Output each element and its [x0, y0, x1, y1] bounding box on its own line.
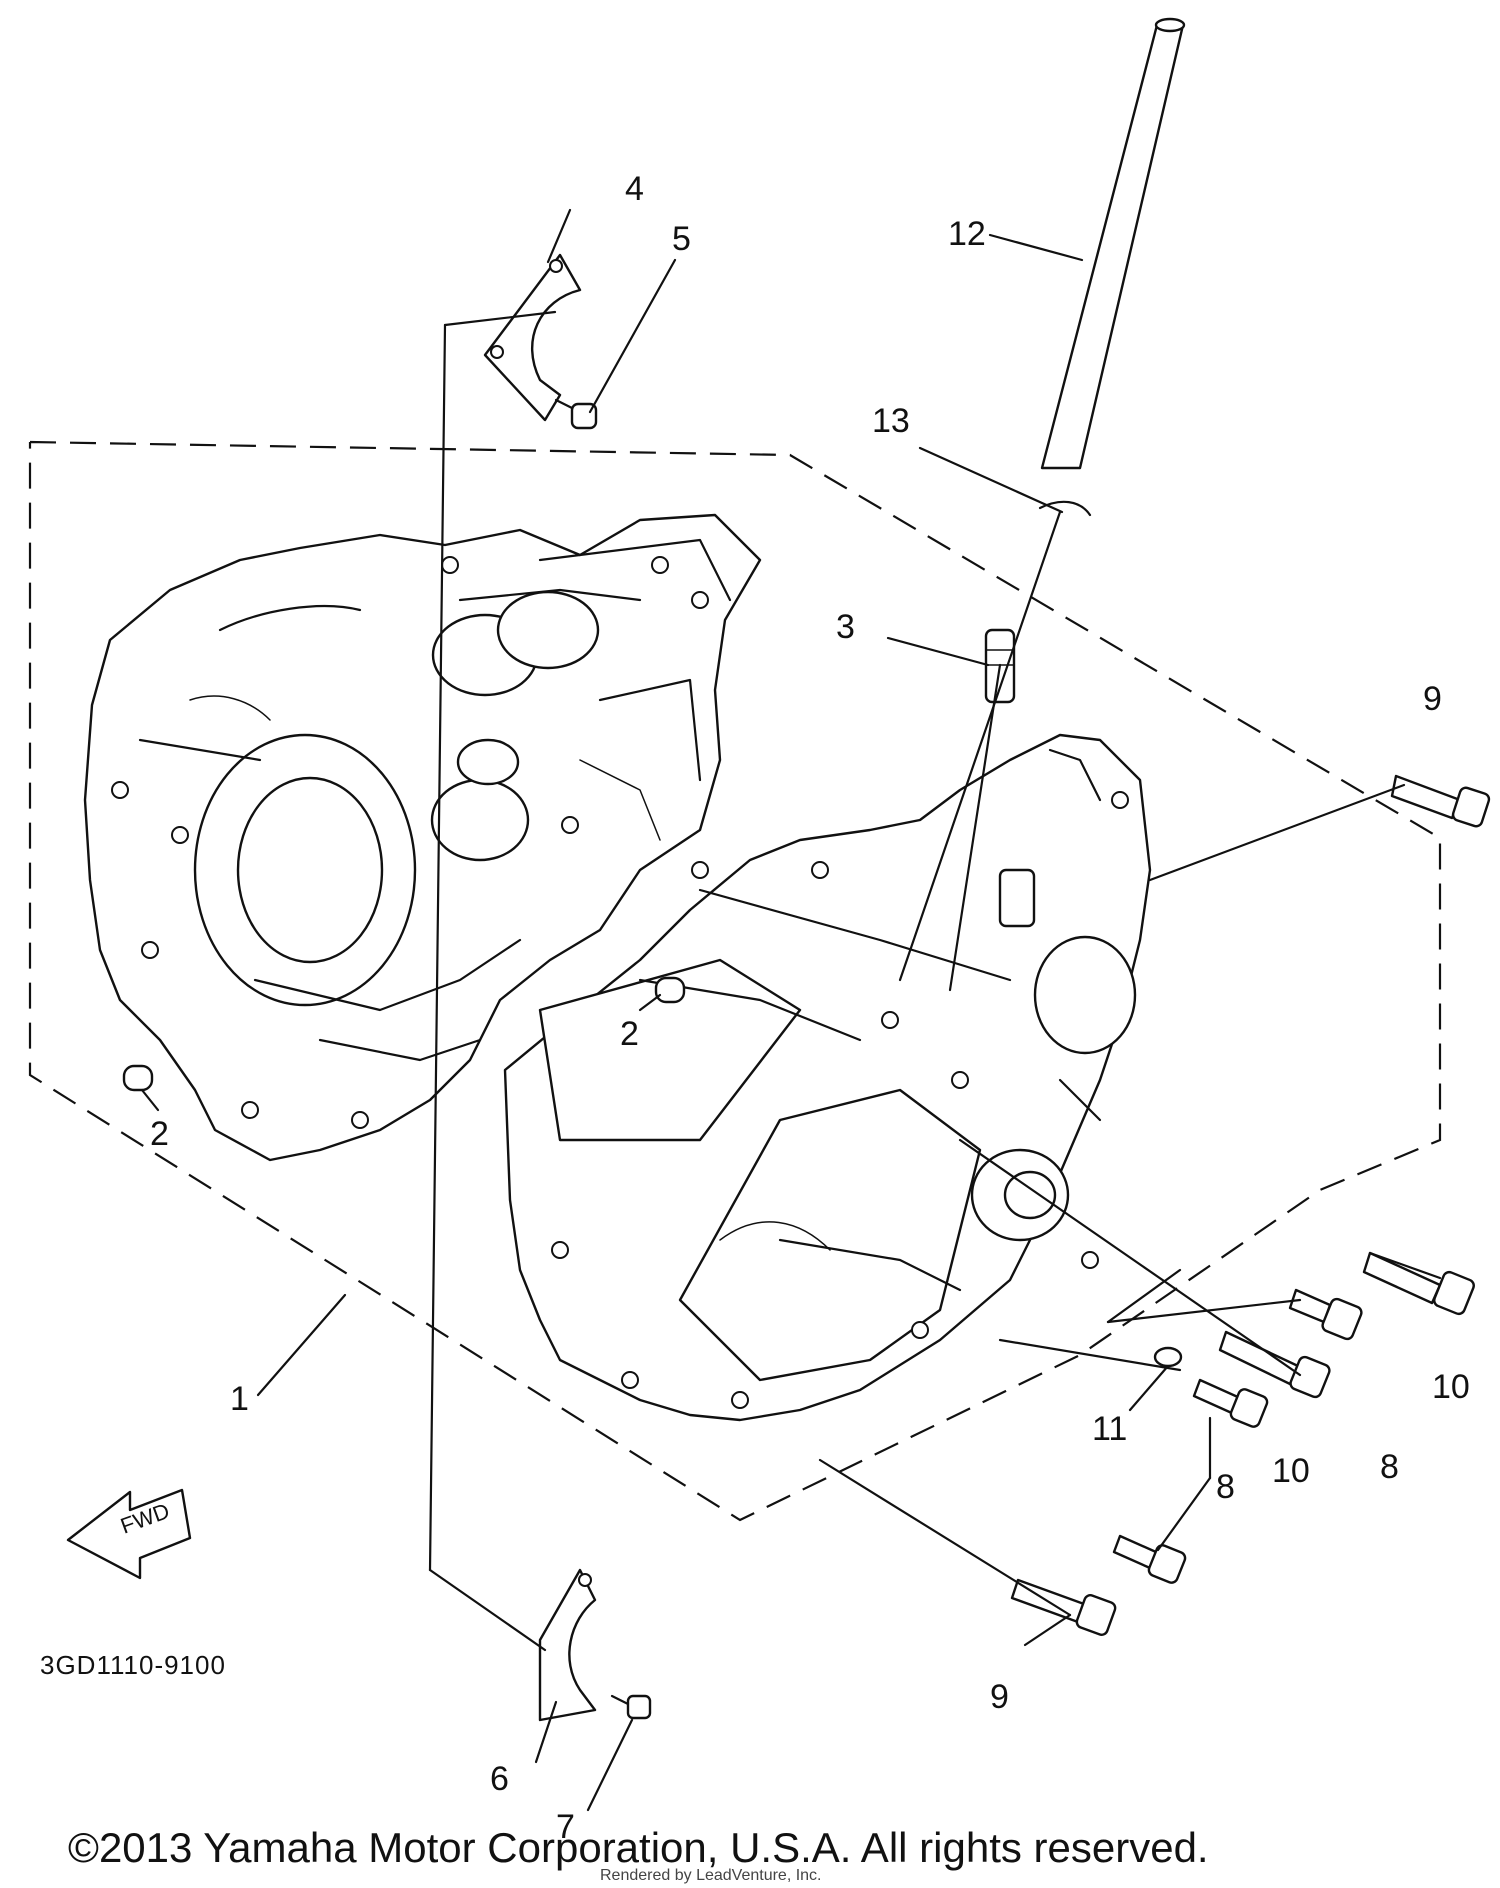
callout-7: 7 — [556, 1808, 575, 1846]
bearing-retainer-bottom — [538, 1568, 597, 1722]
callout-1: 1 — [230, 1380, 249, 1418]
bolt-10-right — [1362, 1251, 1475, 1316]
leader-lines — [140, 208, 1442, 1812]
callout-10-right: 10 — [1432, 1368, 1470, 1406]
right-crankcase-half — [503, 733, 1152, 1422]
dowel-pin-right — [654, 976, 686, 1004]
callout-13: 13 — [872, 402, 910, 440]
washer — [1153, 1346, 1183, 1368]
callout-6: 6 — [490, 1760, 509, 1798]
callout-labels: 4 5 12 13 3 9 2 2 1 11 10 8 10 8 9 6 7 — [150, 170, 1470, 1846]
callout-2-right: 2 — [620, 1015, 639, 1053]
crankcase-assembly-outline — [28, 440, 1442, 1522]
fwd-arrow-icon: FWD — [66, 1488, 192, 1580]
retainer-screw-top — [554, 398, 598, 430]
callout-9-lower: 9 — [990, 1678, 1009, 1716]
callout-5: 5 — [672, 220, 691, 258]
callout-11: 11 — [1092, 1410, 1127, 1448]
callout-8-lower: 8 — [1216, 1468, 1235, 1506]
render-credit: Rendered by LeadVenture, Inc. — [600, 1867, 822, 1884]
left-crankcase-half — [83, 513, 762, 1162]
breather-hose — [1040, 17, 1186, 470]
callout-4: 4 — [625, 170, 644, 208]
bolt-8-lower — [1112, 1534, 1187, 1584]
callout-8-right: 8 — [1380, 1448, 1399, 1486]
retainer-screw-bottom — [610, 1694, 652, 1720]
bolt-10-middle — [1218, 1330, 1331, 1399]
part-code: 3GD1110-9100 — [40, 1650, 226, 1680]
callout-3: 3 — [836, 608, 855, 646]
callout-12: 12 — [948, 215, 986, 253]
dowel-pin-left — [122, 1064, 154, 1092]
bearing-retainer-top — [483, 253, 582, 422]
hose-clip — [1038, 500, 1092, 517]
callout-10-middle: 10 — [1272, 1452, 1310, 1490]
callout-2-left: 2 — [150, 1115, 169, 1153]
bolt-8-right — [1288, 1288, 1363, 1341]
bolt-8-middle — [1192, 1378, 1269, 1428]
bolt-9-upper — [1390, 774, 1491, 828]
copyright-notice: ©2013 Yamaha Motor Corporation, U.S.A. A… — [68, 1824, 1209, 1871]
callout-9-upper: 9 — [1423, 680, 1442, 718]
